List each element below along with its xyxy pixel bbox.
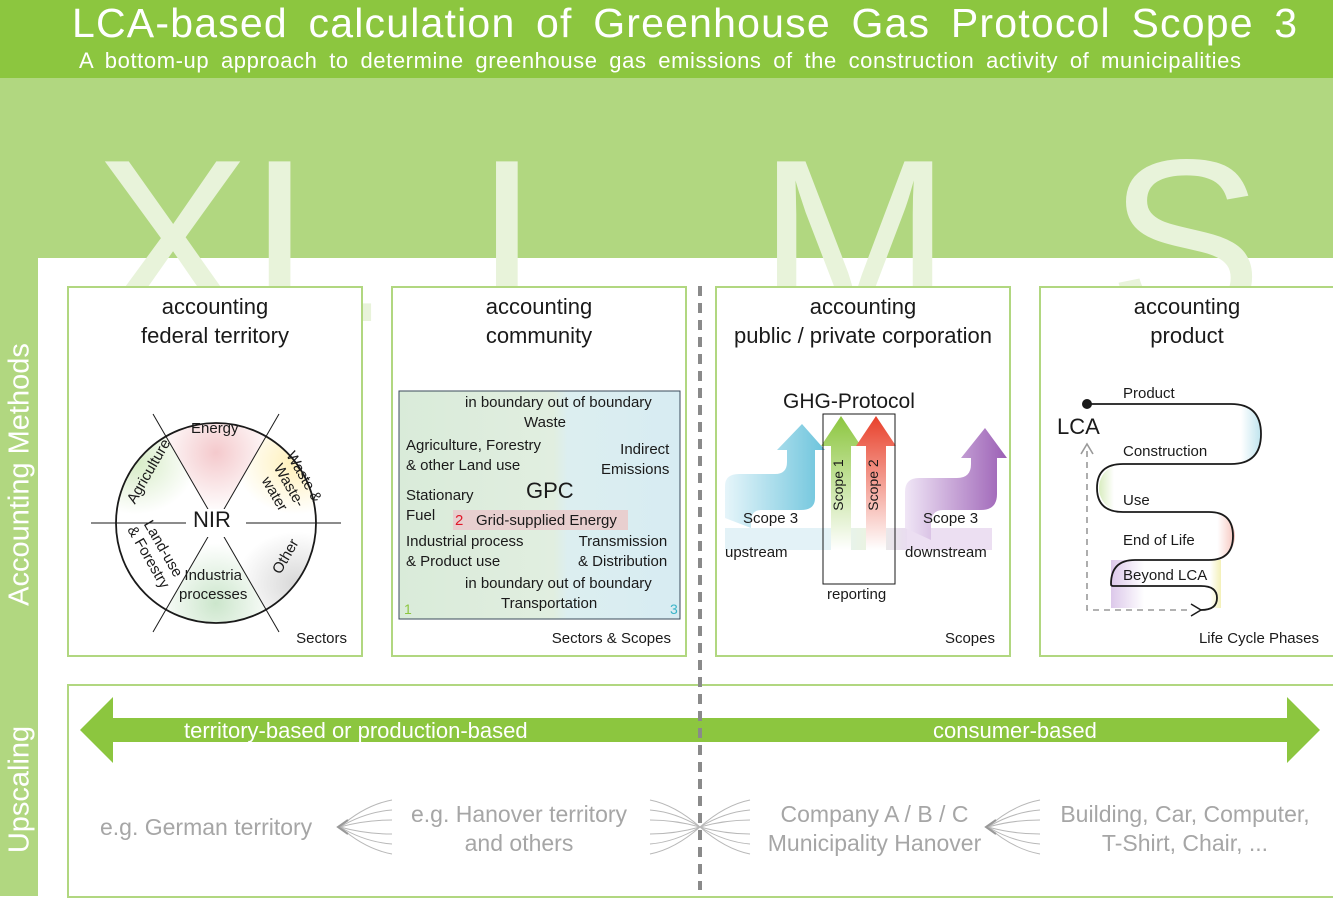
- nir-label: NIR: [193, 507, 231, 532]
- in-out-boundary-top: in boundary out of boundary: [465, 394, 652, 411]
- scope-3-number: 3: [670, 601, 678, 617]
- upscaling-box: [67, 684, 1333, 898]
- lca-life-cycle-diagram: [1080, 399, 1262, 617]
- side-bar: [0, 258, 38, 896]
- phase-construction: Construction: [1123, 443, 1208, 460]
- panel-product: accounting product LCA Product Construct…: [1039, 286, 1333, 657]
- scale-band: XL L M S: [0, 78, 1333, 358]
- reporting-label: reporting: [827, 586, 887, 603]
- territory-based-label: territory-based or production-based: [184, 718, 528, 743]
- downstream-label: downstream: [905, 544, 987, 561]
- scope1-label: Scope 1: [830, 459, 846, 511]
- industrial-process-label: Industrial process& Product use: [406, 533, 524, 570]
- scope3-right-label: Scope 3: [923, 510, 979, 527]
- scope-1-number: 1: [404, 601, 412, 617]
- panel-title: accounting product: [1041, 292, 1333, 350]
- gpc-label: GPC: [526, 478, 574, 503]
- panel-title-line1: accounting: [485, 294, 593, 319]
- panel-community: accounting community in boundary out of …: [391, 286, 687, 657]
- panel-title: accounting federal territory: [69, 292, 361, 350]
- page-subtitle: A bottom-up approach to determine greenh…: [79, 48, 1242, 73]
- scope1-arrow: [821, 416, 861, 550]
- page-title: LCA-based calculation of Greenhouse Gas …: [72, 0, 1299, 46]
- panel-footer: Scopes: [944, 630, 995, 647]
- phase-product: Product: [1123, 385, 1175, 402]
- panel-title: accounting community: [393, 292, 685, 350]
- phase-beyond-lca: Beyond LCA: [1123, 567, 1208, 584]
- waste-label: Waste: [524, 414, 566, 431]
- consumer-based-label: consumer-based: [933, 718, 1097, 743]
- sector-energy: [166, 422, 266, 523]
- scope3-upstream-arrow: [725, 424, 825, 528]
- scope2-arrow: [856, 416, 896, 550]
- header-bar: LCA-based calculation of Greenhouse Gas …: [0, 0, 1333, 78]
- phase-end-of-life: End of Life: [1123, 532, 1195, 549]
- example-german-territory: e.g. German territory: [100, 814, 313, 840]
- panel-title-line1: accounting: [161, 294, 269, 319]
- panel-title-line2: product: [1150, 323, 1224, 348]
- transmission-label: Transmission& Distribution: [578, 533, 668, 570]
- phase-use: Use: [1123, 492, 1150, 509]
- grid-energy-bar: [453, 510, 628, 530]
- energy-label: Energy: [191, 420, 239, 437]
- sector-industrial: [166, 523, 266, 624]
- reporting-box: [822, 413, 896, 585]
- panel-footer: Sectors & Scopes: [551, 630, 671, 647]
- grid-energy-label: Grid-supplied Energy: [476, 512, 617, 529]
- panel-title: accounting public / private corporation: [717, 292, 1009, 350]
- gpc-diagram: [398, 390, 681, 620]
- scope-2-number: 2: [455, 512, 464, 529]
- panel-title-line1: accounting: [1133, 294, 1241, 319]
- panel-title-line1: accounting: [809, 294, 917, 319]
- panel-title-line2: federal territory: [141, 323, 289, 348]
- panel-corporation: accounting public / private corporation …: [715, 286, 1011, 657]
- ghg-protocol-label: GHG-Protocol: [783, 390, 915, 413]
- ghg-protocol-diagram: Scope 1 Scope 2: [725, 413, 1007, 585]
- upscaling-label: Upscaling: [3, 725, 36, 854]
- scope2-label: Scope 2: [865, 459, 881, 511]
- lca-label: LCA: [1057, 414, 1100, 439]
- panel-title-line2: community: [485, 323, 593, 348]
- upstream-label: upstream: [725, 544, 788, 561]
- scope3-downstream-arrow: [905, 428, 1007, 540]
- accounting-methods-label: Accounting Methods: [3, 343, 36, 606]
- panel-federal-territory: accounting federal territory NIR Ener: [67, 286, 363, 657]
- panel-title-line2: public / private corporation: [733, 323, 993, 348]
- scope3-left-label: Scope 3: [743, 510, 799, 527]
- in-out-boundary-bottom: in boundary out of boundary: [465, 575, 652, 592]
- agriculture-label: Agriculture, Forestry& other Land use: [406, 437, 542, 474]
- nir-sector-wheel: [91, 413, 341, 633]
- transportation-label: Transportation: [501, 595, 598, 612]
- example-products: Building, Car, Computer,T-Shirt, Chair, …: [1060, 801, 1310, 856]
- panel-footer: Sectors: [296, 630, 347, 647]
- gpc-box: [398, 390, 681, 620]
- panel-footer: Life Cycle Phases: [1198, 630, 1319, 647]
